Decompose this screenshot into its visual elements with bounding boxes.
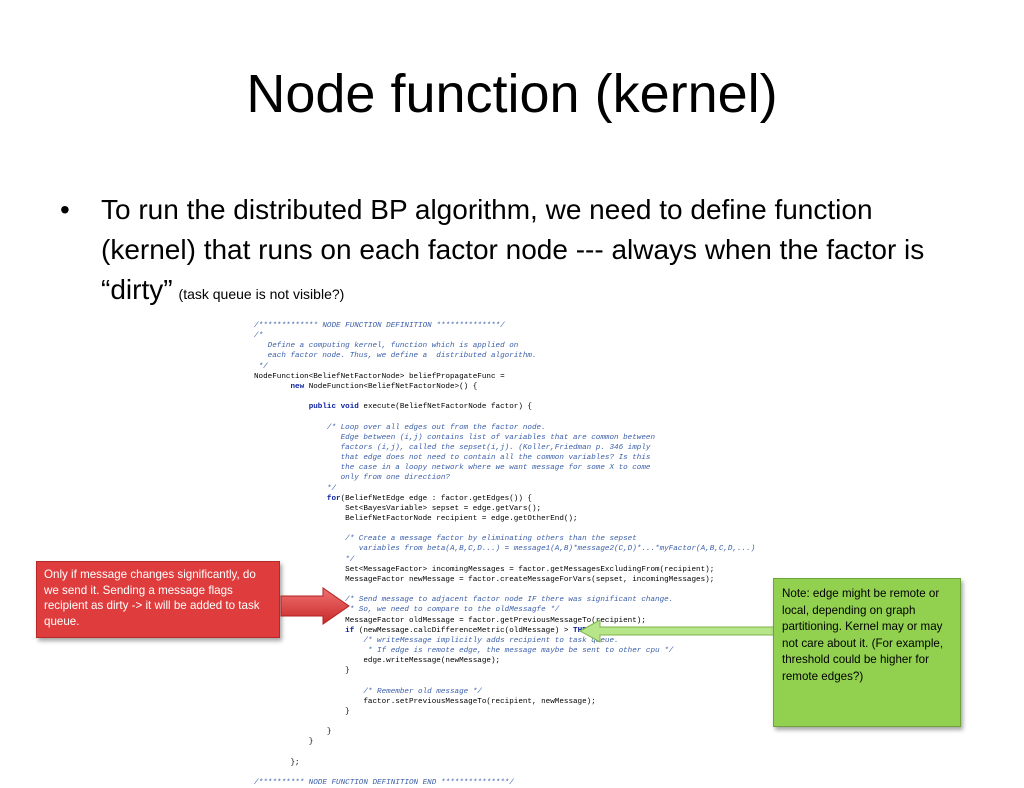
bullet-marker: • bbox=[60, 194, 70, 225]
code-line: /********** NODE FUNCTION DEFINITION END… bbox=[254, 779, 514, 788]
code-line: /* Remember old message */ bbox=[363, 687, 482, 696]
code-line: only from one direction? bbox=[326, 474, 450, 483]
code-line: /* Create a message factor by eliminatin… bbox=[345, 535, 637, 544]
code-line: */ bbox=[254, 362, 268, 371]
code-line: MessageFactor oldMessage = factor.getPre… bbox=[345, 616, 646, 625]
code-line: * If edge is remote edge, the message ma… bbox=[363, 647, 674, 655]
code-keyword: public void bbox=[308, 403, 359, 412]
code-line: the case in a loopy network where we wan… bbox=[326, 464, 651, 473]
code-line: NodeFunction<BeliefNetFactorNode>() { bbox=[304, 382, 478, 391]
code-line: /* Loop over all edges out from the fact… bbox=[326, 423, 546, 432]
code-line: } bbox=[308, 738, 314, 747]
code-line: /************* NODE FUNCTION DEFINITION … bbox=[254, 322, 505, 330]
code-line: */ bbox=[345, 555, 355, 564]
code-line: BeliefNetFactorNode recipient = edge.get… bbox=[345, 514, 578, 523]
code-line: } bbox=[326, 728, 332, 737]
code-line: MessageFactor newMessage = factor.create… bbox=[345, 575, 715, 584]
code-line: (newMessage.calcDifferenceMetric(oldMess… bbox=[354, 626, 574, 635]
code-keyword: new bbox=[290, 382, 305, 391]
code-line: /* writeMessage implicitly adds recipien… bbox=[363, 636, 619, 645]
code-line: */ bbox=[326, 484, 337, 493]
code-line: /* Send message to adjacent factor node … bbox=[345, 596, 674, 605]
code-screenshot: /************* NODE FUNCTION DEFINITION … bbox=[254, 321, 755, 787]
slide-title: Node function (kernel) bbox=[246, 64, 778, 124]
code-line: that edge does not need to contain all t… bbox=[326, 454, 651, 463]
code-line: Set<BayesVariable> sepset = edge.getVars… bbox=[345, 504, 542, 513]
code-line: (BeliefNetEdge edge : factor.getEdges())… bbox=[340, 494, 532, 503]
code-keyword: if bbox=[345, 626, 355, 635]
code-line: /* bbox=[254, 332, 264, 341]
code-line: Edge between (i,j) contains list of vari… bbox=[326, 433, 656, 442]
code-line: factors (i,j), called the sepset(i,j). (… bbox=[326, 443, 651, 452]
code-line: factor.setPreviousMessageTo(recipient, n… bbox=[363, 697, 596, 706]
code-line: each factor node. Thus, we define a dist… bbox=[254, 352, 537, 361]
code-line: * So, we need to compare to the oldMessa… bbox=[345, 606, 560, 615]
code-line: } bbox=[345, 707, 350, 716]
code-line: Define a computing kernel, function whic… bbox=[254, 342, 519, 351]
code-line: execute(BeliefNetFactorNode factor) { bbox=[358, 403, 532, 412]
red-arrow-icon bbox=[280, 587, 350, 625]
code-line: NodeFunction<BeliefNetFactorNode> belief… bbox=[254, 372, 505, 381]
code-line: Set<MessageFactor> incomingMessages = fa… bbox=[345, 565, 715, 574]
code-line: } bbox=[345, 667, 350, 676]
code-keyword: for bbox=[326, 494, 341, 503]
code-line: edge.writeMessage(newMessage); bbox=[363, 657, 501, 666]
green-callout-note: Note: edge might be remote or local, dep… bbox=[773, 578, 961, 727]
bullet-main-text: To run the distributed BP algorithm, we … bbox=[101, 194, 925, 305]
code-line: variables from beta(A,B,C,D...) = messag… bbox=[345, 545, 756, 554]
green-arrow-icon bbox=[578, 619, 775, 643]
bullet-text: To run the distributed BP algorithm, we … bbox=[101, 190, 941, 314]
code-line: }; bbox=[290, 758, 300, 767]
bullet-aside-text: (task queue is not visible?) bbox=[178, 286, 345, 302]
red-callout-note: Only if message changes significantly, d… bbox=[36, 561, 280, 638]
